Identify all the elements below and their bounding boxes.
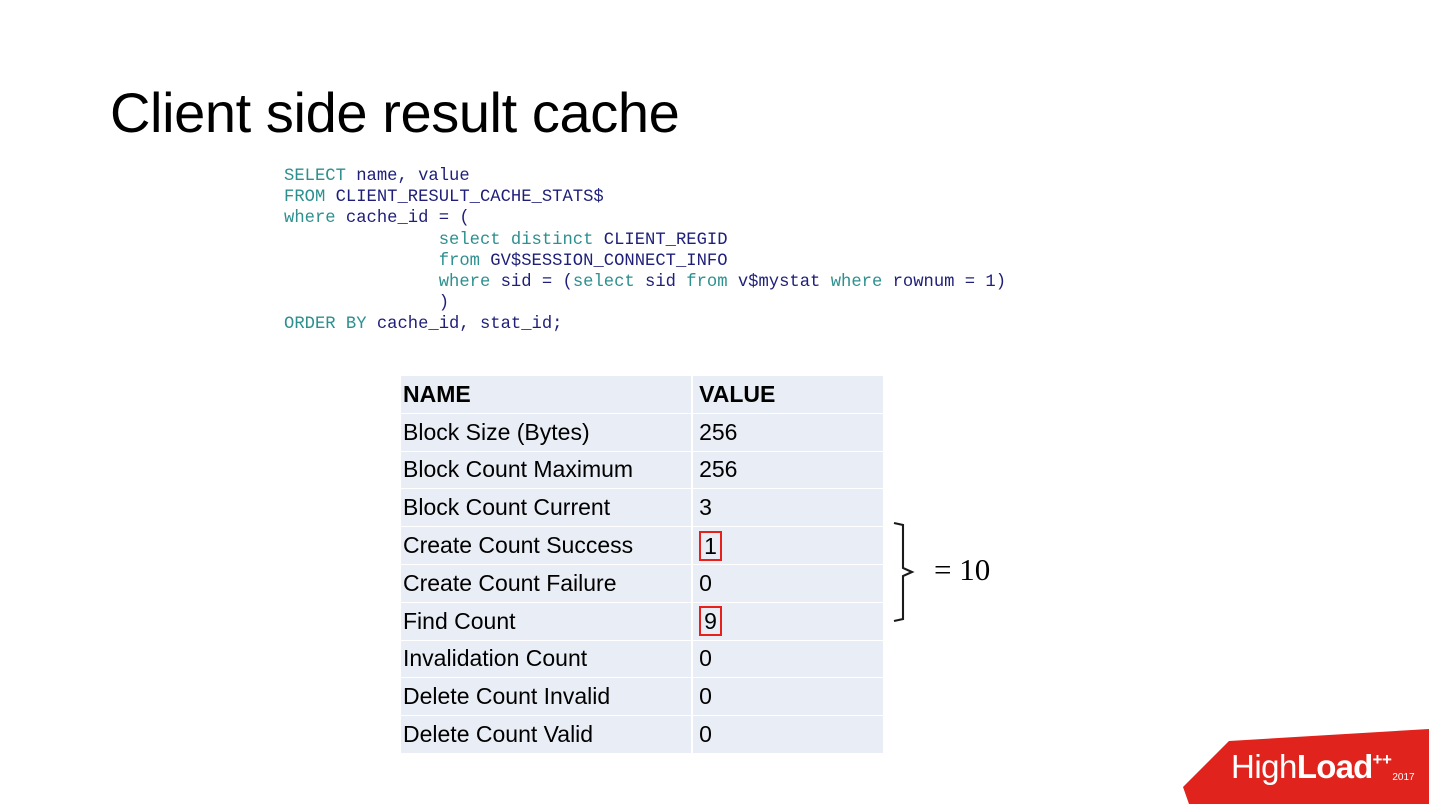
sum-annotation-group: = 10 (888, 520, 1008, 625)
sql-keyword: ORDER BY (284, 315, 367, 335)
column-header-value: VALUE (691, 376, 883, 414)
sql-identifier: name, value (345, 167, 470, 186)
logo-load-text: Load (1296, 748, 1373, 785)
cell-stat-name: Find Count (401, 602, 692, 641)
sql-line: SELECT name, value (284, 166, 1006, 187)
table-header-row: NAME VALUE (401, 376, 883, 414)
sql-line: FROM CLIENT_RESULT_CACHE_STATS$ (284, 187, 1006, 208)
logo-year-text: 2017 (1392, 772, 1415, 783)
sql-keyword: from (438, 251, 480, 271)
sum-value-label: = 10 (934, 552, 991, 587)
sql-line: where sid = (select sid from v$mystat wh… (284, 272, 1006, 293)
page-title: Client side result cache (110, 81, 680, 144)
highload-logo: HighLoad++2017 (1183, 729, 1429, 804)
cell-stat-value: 0 (691, 564, 883, 603)
cell-stat-value: 3 (691, 489, 883, 528)
sql-keyword: from (686, 272, 728, 292)
table-row: Block Size (Bytes)256 (401, 413, 883, 452)
cell-stat-value: 0 (691, 678, 883, 717)
cell-stat-name: Create Count Failure (401, 564, 692, 603)
cell-stat-name: Create Count Success (401, 527, 692, 565)
cell-stat-value: 256 (691, 413, 883, 452)
sql-line: ORDER BY cache_id, stat_id; (284, 314, 1006, 335)
sql-line: ) (284, 293, 1006, 314)
sql-keyword: select (572, 272, 635, 292)
cell-stat-value: 0 (691, 640, 883, 679)
sql-keyword: where (284, 209, 336, 229)
sql-line: where cache_id = ( (284, 208, 1006, 229)
sql-identifier: ) (284, 294, 450, 314)
sql-keyword: FROM (284, 188, 326, 208)
column-header-name: NAME (401, 376, 692, 414)
cell-stat-value: 0 (691, 716, 883, 753)
sql-identifier: GV$SESSION_CONNECT_INFO (479, 251, 728, 271)
logo-red-shape-icon (1183, 729, 1429, 804)
sql-identifier: CLIENT_RESULT_CACHE_STATS$ (325, 188, 604, 208)
sql-identifier: sid = ( (490, 272, 573, 292)
cell-stat-name: Delete Count Valid (401, 716, 692, 753)
cell-stat-value: 1 (691, 527, 883, 565)
logo-high-text: High (1231, 748, 1297, 785)
sql-keyword: where (438, 272, 491, 292)
cell-stat-name: Block Count Maximum (401, 451, 692, 490)
cell-stat-name: Block Count Current (401, 489, 692, 528)
sql-line: from GV$SESSION_CONNECT_INFO (284, 251, 1006, 272)
sql-identifier (284, 231, 439, 250)
logo-wordmark: HighLoad++2017 (1231, 748, 1415, 786)
cell-stat-name: Block Size (Bytes) (401, 413, 692, 452)
sql-identifier: sid (634, 272, 687, 292)
cell-stat-name: Invalidation Count (401, 640, 692, 679)
sql-identifier: CLIENT_REGID (593, 230, 728, 250)
sql-line: select distinct CLIENT_REGID (284, 230, 1006, 251)
sql-identifier (284, 252, 439, 271)
sql-keyword: SELECT (284, 167, 346, 186)
sql-keyword: select distinct (438, 230, 594, 250)
sql-keyword: where (830, 272, 883, 292)
highlighted-value-box: 9 (699, 606, 722, 637)
sql-identifier: cache_id, stat_id; (366, 315, 563, 335)
sql-identifier: rownum = 1) (882, 272, 1007, 292)
cell-stat-value: 256 (691, 451, 883, 490)
sql-identifier (284, 273, 439, 292)
sql-identifier: cache_id = ( (335, 209, 470, 229)
cell-stat-value: 9 (691, 602, 883, 641)
cell-stat-name: Delete Count Invalid (401, 678, 692, 717)
curly-brace-icon (893, 521, 915, 623)
highlighted-value-box: 1 (699, 530, 722, 561)
sql-identifier: v$mystat (727, 272, 831, 292)
logo-plus-text: ++ (1372, 750, 1392, 769)
